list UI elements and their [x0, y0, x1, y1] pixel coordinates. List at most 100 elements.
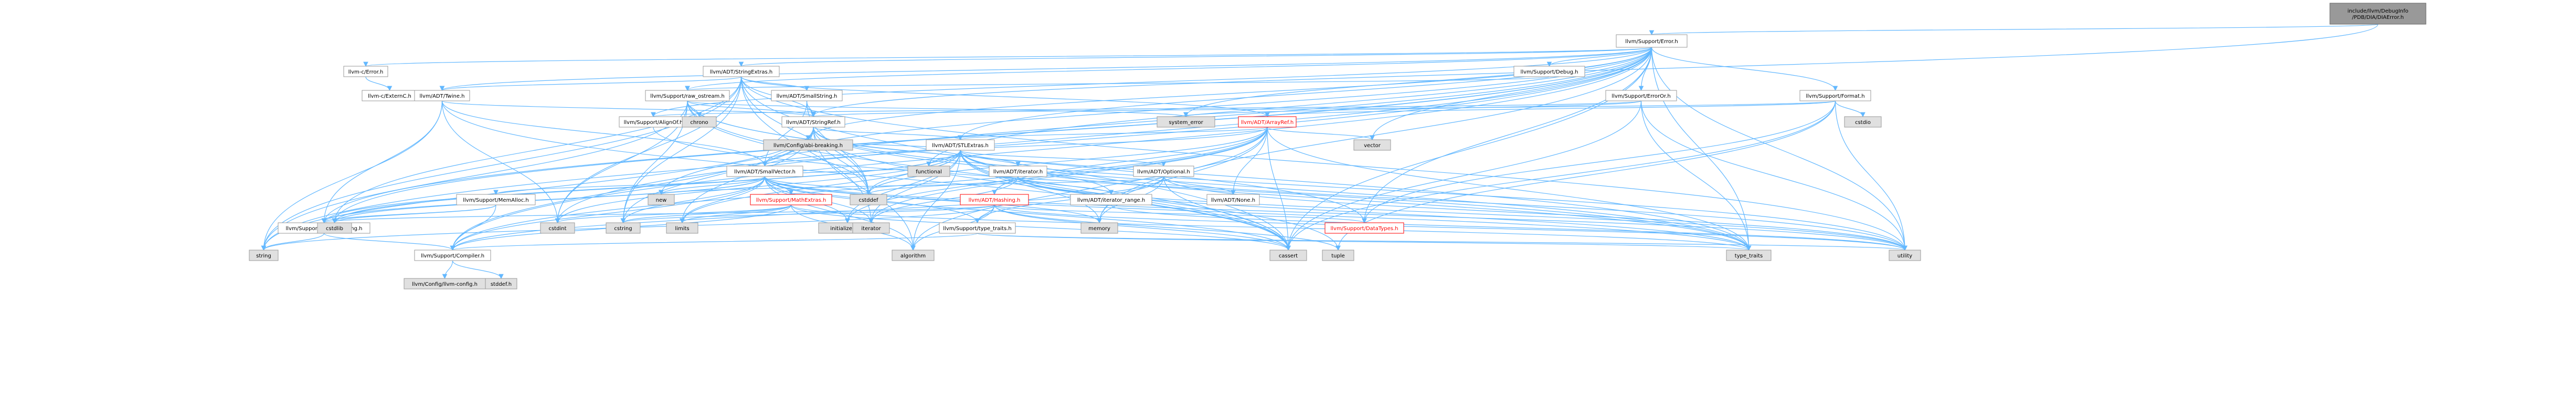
node-typetraits: type_traits: [1726, 250, 1772, 261]
node-new: new: [648, 194, 675, 205]
node-box-matheextras: [750, 194, 832, 205]
node-root[interactable]: include/llvm/DebugInfo/PDB/DIA/DIAError.…: [2329, 3, 2426, 25]
edge-matheextras-to-cstring: [620, 204, 792, 224]
node-box-datatypes: [1324, 222, 1404, 234]
edge-twine-to-cassert: [441, 100, 1291, 251]
node-box-algorithm: [892, 250, 935, 261]
node-matheextras[interactable]: llvm/Support/MathExtras.h: [750, 194, 832, 205]
node-erroror[interactable]: llvm/Support/ErrorOr.h: [1605, 90, 1677, 101]
edge-twine-to-string: [261, 100, 443, 251]
node-label-limits: limits: [675, 226, 689, 232]
edge-hashing-to-utility: [994, 204, 1907, 251]
node-smallvector[interactable]: llvm/ADT/SmallVector.h: [726, 165, 803, 177]
node-stringextras[interactable]: llvm/ADT/StringExtras.h: [703, 66, 780, 77]
node-label-chrono: chrono: [690, 120, 708, 126]
node-iteratorrange[interactable]: llvm/ADT/iterator_range.h: [1070, 194, 1152, 205]
node-label-initlist: initializer_list: [830, 226, 865, 232]
edge-rawostream-to-string: [261, 100, 688, 251]
node-label-rawostream: llvm/Support/raw_ostream.h: [650, 94, 725, 99]
node-iteratorstd: iterator: [852, 222, 890, 234]
edge-error-to-abibreaking: [805, 47, 1652, 141]
edge-stringextras-to-smallstring: [740, 76, 810, 91]
node-iterator[interactable]: llvm/ADT/iterator.h: [989, 165, 1047, 177]
node-format[interactable]: llvm/Support/Format.h: [1799, 90, 1871, 101]
node-compiler[interactable]: llvm/Support/Compiler.h: [414, 250, 491, 261]
node-cerror[interactable]: llvm-c/Error.h: [343, 66, 388, 77]
node-label-cstddef: cstddef: [859, 198, 878, 203]
node-optional[interactable]: llvm/ADT/Optional.h: [1133, 165, 1194, 177]
node-datatypes[interactable]: llvm/Support/DataTypes.h: [1324, 222, 1404, 234]
node-label-memalloc: llvm/Support/MemAlloc.h: [463, 198, 529, 203]
edge-erroror-to-cassert: [1286, 100, 1642, 251]
node-box-new: [648, 194, 675, 205]
node-box-rawostream: [645, 90, 730, 101]
node-alignof[interactable]: llvm/Support/AlignOf.h: [619, 116, 688, 128]
node-label-string: string: [256, 253, 271, 259]
edge-arrayref-to-cstddef: [866, 127, 1268, 195]
node-none[interactable]: llvm/ADT/None.h: [1206, 194, 1260, 205]
node-label-vector: vector: [1364, 143, 1381, 149]
node-label-functional: functional: [916, 169, 942, 175]
edge-stlextras-to-initlist: [845, 150, 961, 224]
edge-memalloc-to-cstdlib: [332, 204, 496, 224]
edge-arrayref-to-stlextras: [958, 127, 1268, 141]
edge-arrayref-to-compiler: [450, 127, 1268, 251]
edge-hashing-to-errorhandling: [322, 204, 995, 224]
edges-layer: [261, 24, 2379, 280]
node-smallstring[interactable]: llvm/ADT/SmallString.h: [771, 90, 843, 101]
node-error[interactable]: llvm/Support/Error.h: [1616, 34, 1688, 48]
node-arrayref[interactable]: llvm/ADT/ArrayRef.h: [1238, 116, 1297, 128]
node-label-compiler: llvm/Support/Compiler.h: [421, 253, 484, 259]
node-vector: vector: [1353, 139, 1391, 151]
edge-stringref-to-cassert: [813, 127, 1291, 251]
node-label-cassert: cassert: [1279, 253, 1298, 259]
node-label-stddef: stddef.h: [491, 282, 512, 287]
node-label-smallstring: llvm/ADT/SmallString.h: [777, 94, 838, 99]
edge-smallvector-to-cstring: [620, 176, 766, 224]
edge-optional-to-compiler: [450, 176, 1164, 251]
node-label-format: llvm/Support/Format.h: [1806, 94, 1864, 99]
edge-arrayref-to-vector: [1267, 127, 1375, 141]
node-box-optional: [1133, 165, 1194, 177]
edge-error-to-format: [1651, 47, 1838, 91]
edge-format-to-datatypes: [1362, 100, 1836, 224]
edge-stringextras-to-cstring: [620, 76, 742, 224]
node-rawostream[interactable]: llvm/Support/raw_ostream.h: [645, 90, 730, 101]
edge-error-to-rawostream: [685, 47, 1652, 91]
edge-smallvector-to-cstddef: [764, 176, 871, 195]
node-cassert: cassert: [1269, 250, 1307, 261]
edge-iteratorrange-to-utility: [1110, 204, 1907, 251]
edge-stringextras-to-cstdint: [555, 76, 742, 224]
node-stlextras[interactable]: llvm/ADT/STLExtras.h: [926, 139, 995, 151]
node-memory: memory: [1080, 222, 1118, 234]
node-cextern[interactable]: llvm-c/ExternC.h: [362, 90, 418, 101]
edge-error-to-vector: [1370, 47, 1652, 141]
node-box-debug: [1513, 66, 1585, 77]
node-label-debug: llvm/Support/Debug.h: [1521, 69, 1578, 75]
edge-format-to-cstdio: [1835, 100, 1865, 118]
node-llvmconfig: llvm/Config/llvm-config.h: [404, 278, 486, 289]
node-label-erroror: llvm/Support/ErrorOr.h: [1612, 94, 1670, 99]
node-typetraitsllvm[interactable]: llvm/Support/type_traits.h: [939, 222, 1016, 234]
node-debug[interactable]: llvm/Support/Debug.h: [1513, 66, 1585, 77]
edge-format-to-tuple: [1335, 100, 1836, 251]
node-box-cstdio: [1844, 116, 1882, 128]
node-twine[interactable]: llvm/ADT/Twine.h: [414, 90, 470, 101]
node-memalloc[interactable]: llvm/Support/MemAlloc.h: [456, 194, 536, 205]
edge-stringextras-to-cstddef: [740, 76, 871, 195]
node-label-datatypes: llvm/Support/DataTypes.h: [1330, 226, 1398, 232]
edge-stringref-to-utility: [813, 127, 1907, 251]
node-stringref[interactable]: llvm/ADT/StringRef.h: [781, 116, 845, 128]
node-label-systemerror: system_error: [1169, 120, 1203, 126]
edge-iterator-to-utility: [1017, 176, 1907, 251]
node-box-stringref: [781, 116, 845, 128]
edge-stringref-to-stlextras: [813, 127, 963, 141]
node-hashing[interactable]: llvm/ADT/Hashing.h: [960, 194, 1029, 205]
node-label-stringextras: llvm/ADT/StringExtras.h: [710, 69, 773, 75]
node-label-iterator: llvm/ADT/iterator.h: [993, 169, 1043, 175]
node-cstddef: cstddef: [850, 194, 887, 205]
edge-errorhandling-to-compiler: [323, 233, 455, 251]
edge-smallvector-to-memalloc: [493, 176, 766, 195]
node-box-chrono: [682, 116, 717, 128]
edge-debug-to-rawostream: [685, 76, 1550, 91]
